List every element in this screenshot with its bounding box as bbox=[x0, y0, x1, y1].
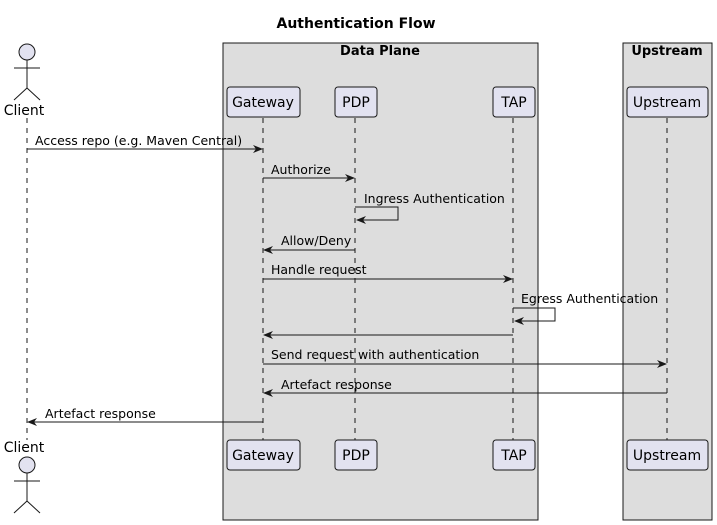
group-data-plane-label: Data Plane bbox=[340, 44, 420, 59]
messages bbox=[27, 145, 667, 426]
message-label-4: Allow/Deny bbox=[281, 233, 352, 248]
message-label-1: Access repo (e.g. Maven Central) bbox=[35, 133, 242, 148]
message-label-6: Egress Authentication bbox=[521, 291, 658, 306]
participant-pdp-top: PDP bbox=[334, 86, 378, 118]
participant-pdp-bottom-label: PDP bbox=[342, 448, 370, 464]
participant-gateway-bottom: Gateway bbox=[226, 439, 301, 471]
participant-upstream-bottom: Upstream bbox=[626, 439, 709, 471]
message-label-10: Artefact response bbox=[45, 406, 156, 421]
message-label-8: Send request with authentication bbox=[271, 347, 479, 362]
participant-tap-top: TAP bbox=[492, 86, 536, 118]
message-arrow-6 bbox=[513, 307, 556, 325]
participant-pdp-top-label: PDP bbox=[342, 95, 370, 111]
participant-gateway-top: Gateway bbox=[226, 86, 301, 118]
actor-client-top-label: Client bbox=[4, 103, 45, 119]
participant-tap-top-label: TAP bbox=[500, 95, 526, 111]
participant-gateway-top-label: Gateway bbox=[232, 95, 294, 111]
actor-client-bottom: Client bbox=[4, 440, 45, 514]
participant-gateway-bottom-label: Gateway bbox=[232, 448, 294, 464]
participant-upstream-top-label: Upstream bbox=[633, 95, 701, 111]
participant-pdp-bottom: PDP bbox=[334, 439, 378, 471]
participant-upstream-bottom-label: Upstream bbox=[633, 448, 701, 464]
message-label-2: Authorize bbox=[271, 162, 331, 177]
message-arrow-3 bbox=[355, 206, 399, 224]
actor-client-top: Client bbox=[4, 43, 45, 119]
message-label-3: Ingress Authentication bbox=[364, 191, 505, 206]
message-label-5: Handle request bbox=[271, 262, 367, 277]
group-upstream-label: Upstream bbox=[631, 44, 702, 59]
actor-client-bottom-label: Client bbox=[4, 440, 45, 456]
participant-upstream-top: Upstream bbox=[626, 86, 709, 118]
diagram-title: Authentication Flow bbox=[276, 16, 435, 32]
participant-tap-bottom: TAP bbox=[492, 439, 536, 471]
participant-tap-bottom-label: TAP bbox=[500, 448, 526, 464]
message-label-9: Artefact response bbox=[281, 377, 392, 392]
